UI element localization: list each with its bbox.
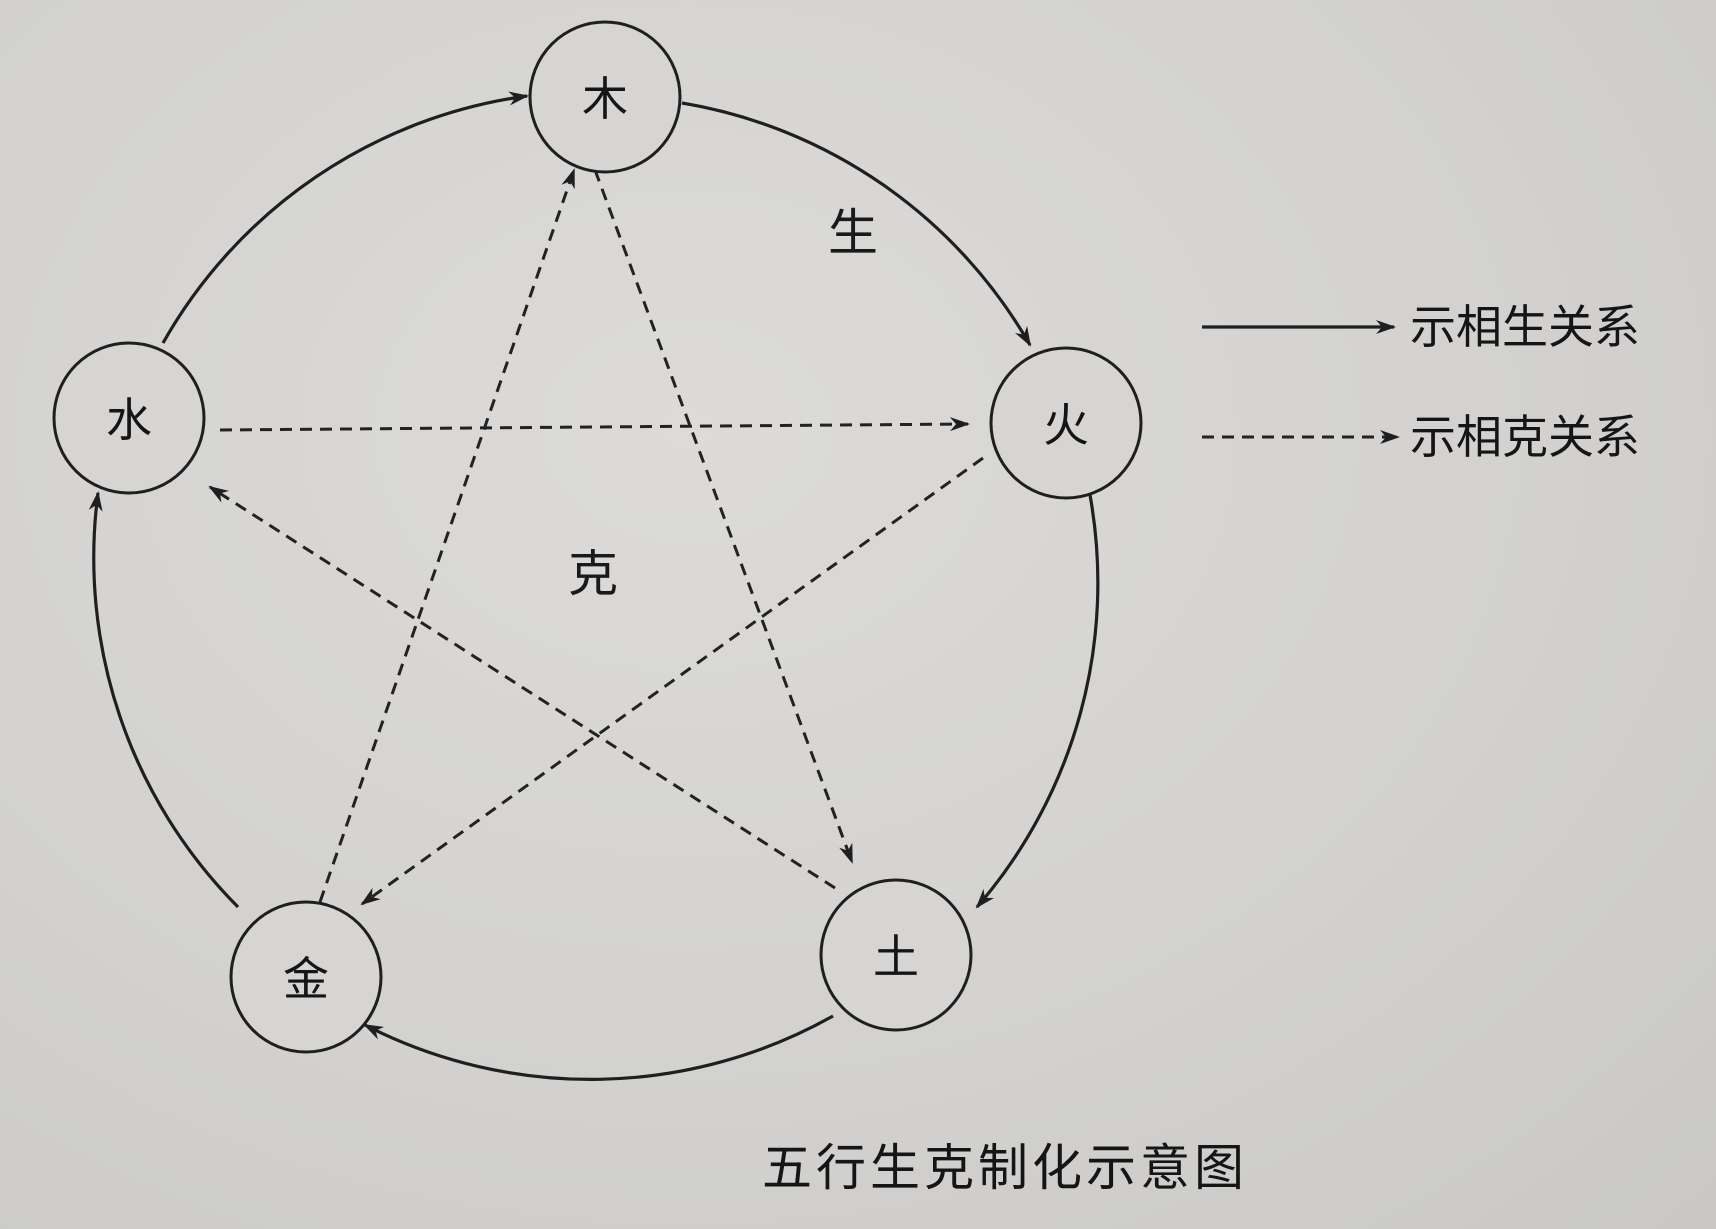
node-water-label: 水 [106, 393, 152, 447]
node-fire: 火 [989, 346, 1143, 500]
ke-arrow-wood-earth [593, 169, 854, 864]
ke-star [208, 168, 984, 906]
sheng-arrow-metal-water [88, 491, 240, 909]
sheng-arrow-earth-metal [363, 1014, 834, 1082]
ke-arrow-water-fire [219, 417, 970, 432]
sheng-cycle [88, 91, 1100, 1082]
node-earth-circle [819, 878, 973, 1032]
ke-arrow-earth-water [208, 485, 836, 890]
node-fire-label: 火 [1043, 398, 1089, 452]
node-fire-circle [989, 346, 1143, 500]
ke-label: 克 [568, 545, 618, 603]
node-wood-label: 木 [582, 72, 628, 126]
legend-dashed-text: 示相克关系 [1410, 410, 1640, 464]
node-earth: 土 [819, 878, 973, 1032]
node-wood-circle [528, 20, 682, 174]
legend: 示相生关系 示相克关系 [1202, 300, 1640, 464]
node-water: 水 [52, 341, 206, 495]
node-metal-circle [229, 900, 383, 1054]
node-metal: 金 [229, 900, 383, 1054]
ke-arrow-fire-metal [360, 456, 984, 906]
node-wood: 木 [528, 20, 682, 174]
sheng-arrow-water-wood [161, 91, 529, 344]
ke-arrow-metal-wood [318, 168, 576, 903]
node-water-circle [52, 341, 206, 495]
sheng-arrow-wood-fire [681, 101, 1032, 347]
figure-caption: 五行生克制化示意图 [762, 1139, 1248, 1197]
node-earth-label: 土 [873, 930, 919, 984]
sheng-arrow-fire-earth [975, 494, 1100, 909]
sheng-label: 生 [828, 204, 878, 262]
legend-solid-text: 示相生关系 [1410, 300, 1640, 354]
node-metal-label: 金 [283, 952, 329, 1006]
